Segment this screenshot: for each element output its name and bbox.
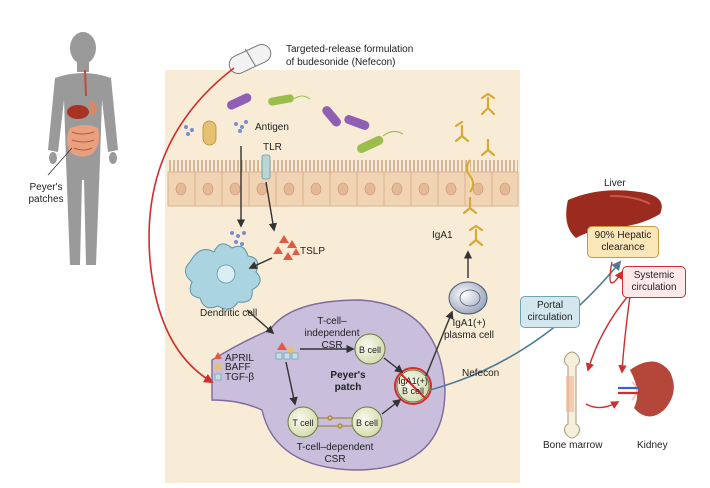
t-dependent-label-line2: CSR — [324, 454, 346, 465]
kidney-label: Kidney — [637, 440, 668, 451]
b-cell-bottom — [351, 406, 383, 438]
iga1-molecules — [454, 92, 496, 247]
tgfb-label: TGF-β — [225, 372, 255, 383]
peyers-patches-label-line2: patches — [28, 194, 64, 205]
april-label: APRIL — [225, 353, 254, 364]
iga1-b-cell-label-line2: B cell — [401, 386, 424, 396]
tb-interaction — [318, 415, 352, 429]
drug-label-line1: Targeted-release formulation — [286, 44, 414, 55]
tlr-label: TLR — [263, 142, 282, 153]
iga1-label: IgA1 — [432, 230, 453, 241]
portal-label-line1: Portal — [536, 300, 564, 311]
kidney-shape — [618, 361, 674, 417]
t-independent-label-line1: T-cell– — [317, 316, 347, 327]
dendritic-cell-label: Dendritic cell — [200, 308, 258, 319]
b-cell-top-label: B cell — [358, 345, 381, 355]
tlr-receptor — [261, 154, 271, 180]
liver-highlight — [609, 195, 651, 205]
peyers-patches-label-line1: Peyer's — [29, 182, 63, 193]
antigen-label: Antigen — [255, 122, 289, 133]
bone-marrow-label: Bone marrow — [543, 440, 603, 451]
drug-label-line2: of budesonide (Nefecon) — [286, 57, 396, 68]
antigen-particles — [184, 120, 248, 246]
b-cell-bottom-label: B cell — [355, 418, 378, 428]
nefecon-label: Nefecon — [462, 368, 500, 379]
portal-circulation-box: Portal circulation — [520, 296, 580, 328]
nefecon-capsule — [228, 44, 272, 74]
liver-label: Liver — [604, 178, 626, 189]
systemic-circulation-box: Systemic circulation — [622, 266, 686, 298]
tslp-label: TSLP — [300, 246, 326, 257]
tissue-arrows — [236, 146, 473, 415]
peyers-patches-pointer — [47, 147, 73, 176]
dendritic-cell-shape — [185, 243, 261, 310]
hepatic-clearance-box: 90% Hepatic clearance — [587, 226, 659, 258]
peyers-patch — [211, 299, 446, 471]
human-body — [48, 32, 118, 265]
nefecon-arrow — [429, 260, 622, 391]
systemic-label-line1: Systemic — [633, 270, 675, 281]
t-independent-label-line2: independent — [304, 328, 360, 339]
hepatic-label-line1: 90% Hepatic — [594, 230, 652, 241]
systemic-arrows — [585, 261, 631, 409]
systemic-label-line2: circulation — [631, 282, 677, 293]
gut-organs — [67, 69, 100, 157]
cytokine-cluster — [275, 342, 299, 360]
peyers-patch-title-line2: patch — [334, 382, 362, 393]
t-independent-label-line3: CSR — [321, 340, 343, 351]
plasma-cell-label-line1: IgA1(+) — [452, 318, 486, 329]
portal-label-line2: circulation — [527, 312, 573, 323]
tslp-molecules — [273, 235, 300, 260]
epithelium — [167, 160, 519, 207]
baff-label: BAFF — [225, 362, 251, 373]
b-cell-top — [354, 333, 386, 365]
drug-route-arrow — [148, 67, 235, 383]
t-cell-label: T cell — [292, 418, 314, 428]
cytokine-legend-icons — [214, 352, 222, 381]
hepatic-label-line2: clearance — [601, 242, 645, 253]
plasma-cell-label-line2: plasma cell — [443, 330, 495, 341]
bacteria — [202, 93, 404, 153]
plasma-cell-shape — [448, 281, 488, 315]
iga1-transport — [466, 159, 474, 193]
t-dependent-label-line1: T-cell–dependent — [296, 442, 374, 453]
peyers-patch-title-line1: Peyer's — [330, 370, 366, 381]
iga1-b-cell-label-line1: IgA1(+) — [398, 376, 428, 386]
bone-shape — [563, 351, 581, 439]
t-cell — [287, 406, 319, 438]
iga1-b-cell — [394, 367, 432, 405]
